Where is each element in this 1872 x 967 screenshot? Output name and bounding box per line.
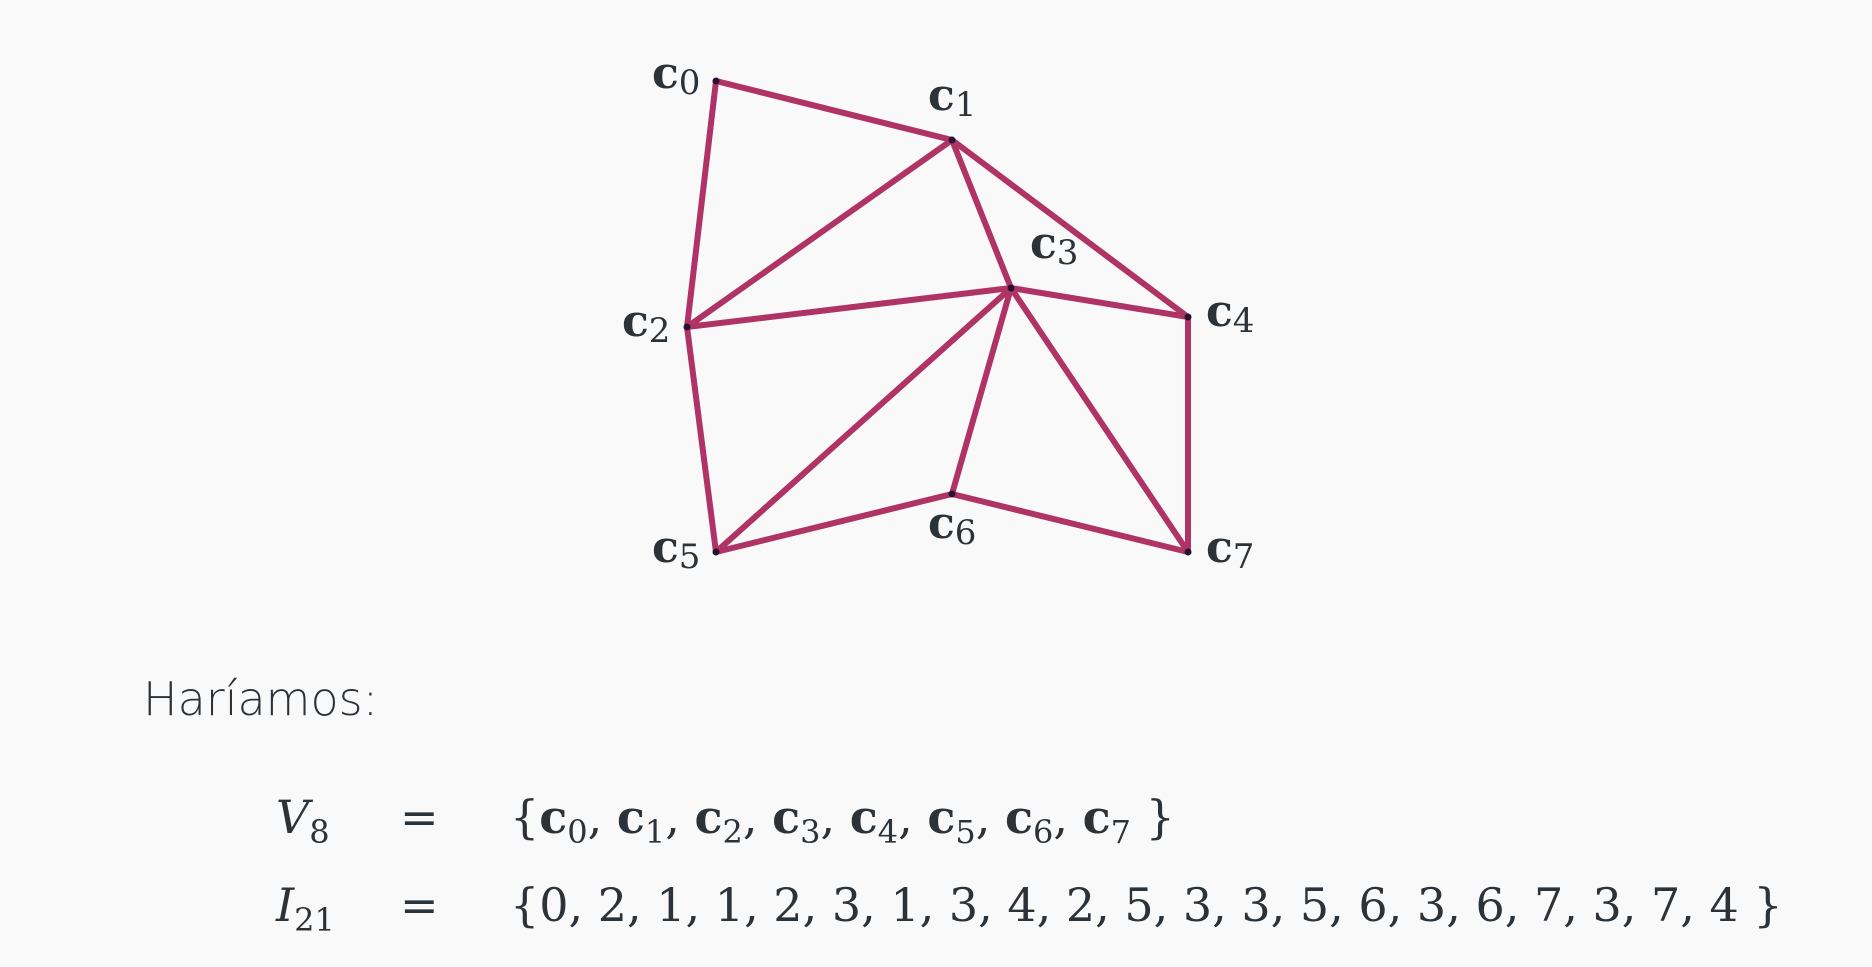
vertex-label: c2 (622, 296, 670, 351)
mesh-edge (684, 78, 719, 330)
mesh-vertex (1184, 548, 1192, 556)
mesh-edge (713, 285, 1014, 555)
v-symbol: V (276, 790, 310, 844)
mesh-vertex (1007, 284, 1015, 292)
i-subscript: 21 (294, 901, 335, 939)
triangle-mesh-diagram: c0 c1 c2 c3 c4 c5 c6 c7 (622, 48, 1254, 577)
i-symbol: I (276, 878, 295, 932)
mesh-vertex (683, 323, 691, 331)
equals-sign: = (400, 790, 439, 844)
mesh-edge (949, 137, 1191, 320)
vertex-label: c1 (928, 70, 976, 125)
vertex-label: c5 (652, 522, 700, 577)
mesh-edge (949, 137, 1014, 291)
vertex-label: c3 (1030, 218, 1078, 273)
mesh-edge (1008, 285, 1191, 555)
vertex-set-symbol: V8 (276, 790, 330, 851)
mesh-edge (1008, 285, 1191, 320)
index-set-symbol: I21 (276, 878, 335, 939)
mesh-edge (684, 285, 1014, 330)
vertex-label: c7 (1206, 522, 1254, 577)
mesh-vertex (712, 548, 720, 556)
mesh-edge (713, 491, 955, 555)
mesh-edge (684, 137, 955, 330)
mesh-edge (684, 324, 719, 555)
mesh-vertex (948, 490, 956, 498)
mesh-edge (949, 491, 1191, 555)
vertex-set-value: {c0, c1, c2, c3, c4, c5, c6, c7 } (510, 790, 1175, 851)
vertex-labels: c0 c1 c2 c3 c4 c5 c6 c7 (622, 48, 1254, 577)
mesh-vertex (948, 136, 956, 144)
v-subscript: 8 (309, 813, 330, 851)
vertex-label: c6 (928, 498, 976, 553)
vertex-label: c4 (1206, 286, 1254, 341)
mesh-vertices (683, 77, 1192, 556)
intro-text: Haríamos: (143, 672, 379, 726)
vertex-label: c0 (652, 48, 700, 103)
equals-sign: = (400, 878, 439, 932)
mesh-vertex (1184, 313, 1192, 321)
mesh-edge (713, 78, 955, 143)
mesh-edge (949, 285, 1014, 497)
mesh-edges (684, 78, 1191, 555)
mesh-vertex (712, 77, 720, 85)
index-set-value: {0, 2, 1, 1, 2, 3, 1, 3, 4, 2, 5, 3, 3, … (510, 878, 1783, 932)
